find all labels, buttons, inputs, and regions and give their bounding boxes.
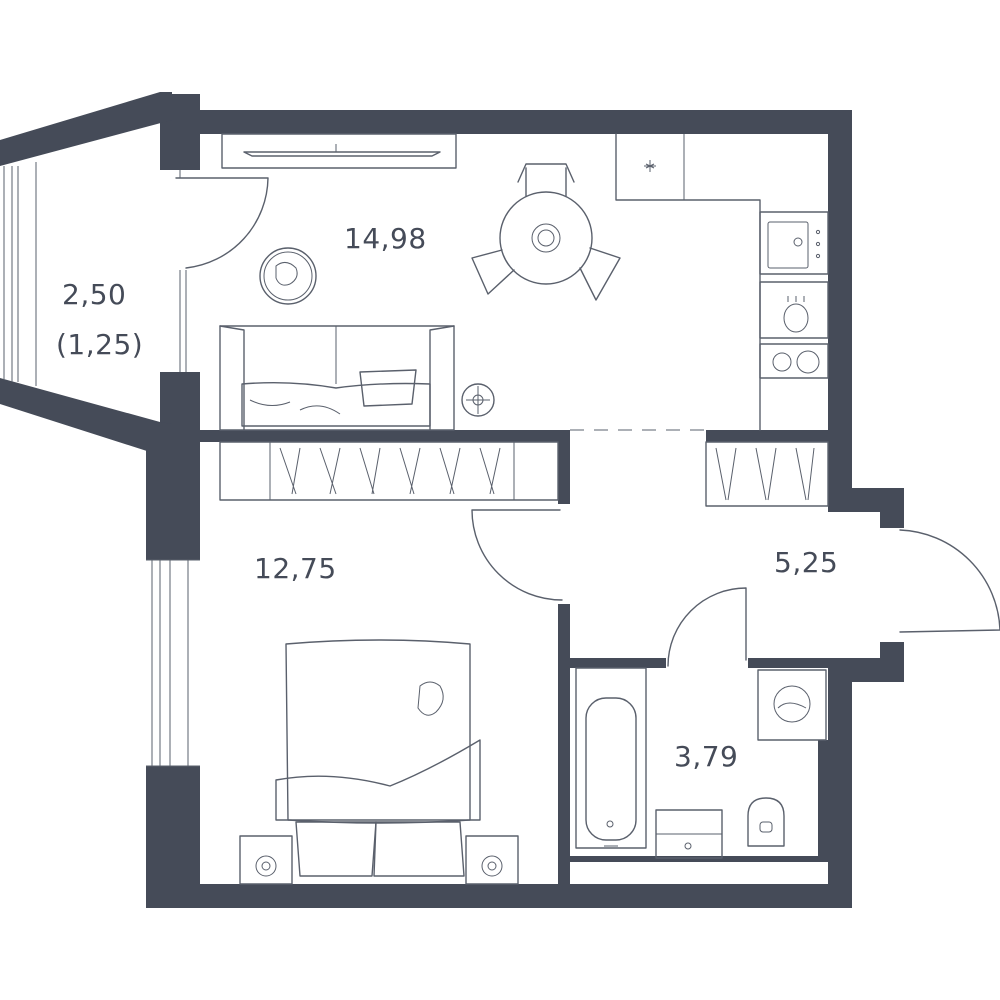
bathroom-fixtures [575, 667, 827, 859]
wall-top [160, 110, 852, 134]
wall-right-jamb-upper-post [880, 488, 904, 528]
walls [0, 92, 904, 908]
hallway-area: 5,25 [774, 546, 838, 579]
partition-bedroom-hall-lower [558, 604, 570, 894]
bathroom-door [667, 587, 747, 667]
round-rug [259, 247, 317, 305]
bedroom-furniture [239, 639, 519, 885]
bathroom-shaft [818, 740, 828, 860]
wall-bottom [146, 884, 852, 908]
sink [655, 809, 723, 859]
living-kitchen-area: 14,98 [344, 222, 427, 255]
balcony-wall-top [0, 92, 172, 166]
tv-console [221, 133, 457, 169]
dining-table [471, 163, 621, 301]
balcony-area-reduced: (1,25) [56, 328, 143, 361]
partition-living-hall [706, 430, 828, 442]
wardrobe-hall [705, 441, 829, 507]
entrance-door [899, 529, 1000, 633]
bathroom-wall-top-right [748, 658, 828, 668]
bedroom-door [471, 509, 563, 601]
wall-left-bedroom-lower [146, 766, 200, 908]
bed [275, 639, 481, 877]
partition-bedroom-hall-upper [558, 430, 570, 504]
side-table [461, 383, 495, 417]
balcony-area: 2,50 [62, 278, 126, 311]
sofa [219, 325, 455, 431]
bathroom-wall-top-left [558, 658, 666, 668]
wall-right-lower [828, 658, 852, 908]
bathroom-area: 3,79 [674, 740, 738, 773]
wall-left-bedroom-upper [146, 436, 200, 560]
washing-machine [757, 669, 827, 741]
windows [3, 162, 200, 767]
balcony-window [3, 162, 37, 386]
balcony-door [175, 177, 269, 269]
partition-living-bedroom [200, 430, 570, 442]
bathtub [575, 667, 647, 849]
bedroom-window [146, 559, 200, 767]
doors [175, 177, 1000, 667]
balcony-wall-bottom [0, 378, 172, 452]
bathroom-wall-bottom [568, 856, 828, 862]
living-room-window [179, 170, 187, 372]
wardrobe-living [219, 441, 559, 501]
living-room-furniture [219, 133, 829, 507]
kitchen-counter [615, 133, 829, 431]
bedroom-area: 12,75 [254, 552, 337, 585]
wall-right-upper [828, 110, 852, 490]
room-labels: 14,98 2,50 (1,25) 12,75 5,25 3,79 [56, 222, 838, 773]
bedside-tables [239, 835, 519, 885]
toilet [747, 797, 785, 847]
